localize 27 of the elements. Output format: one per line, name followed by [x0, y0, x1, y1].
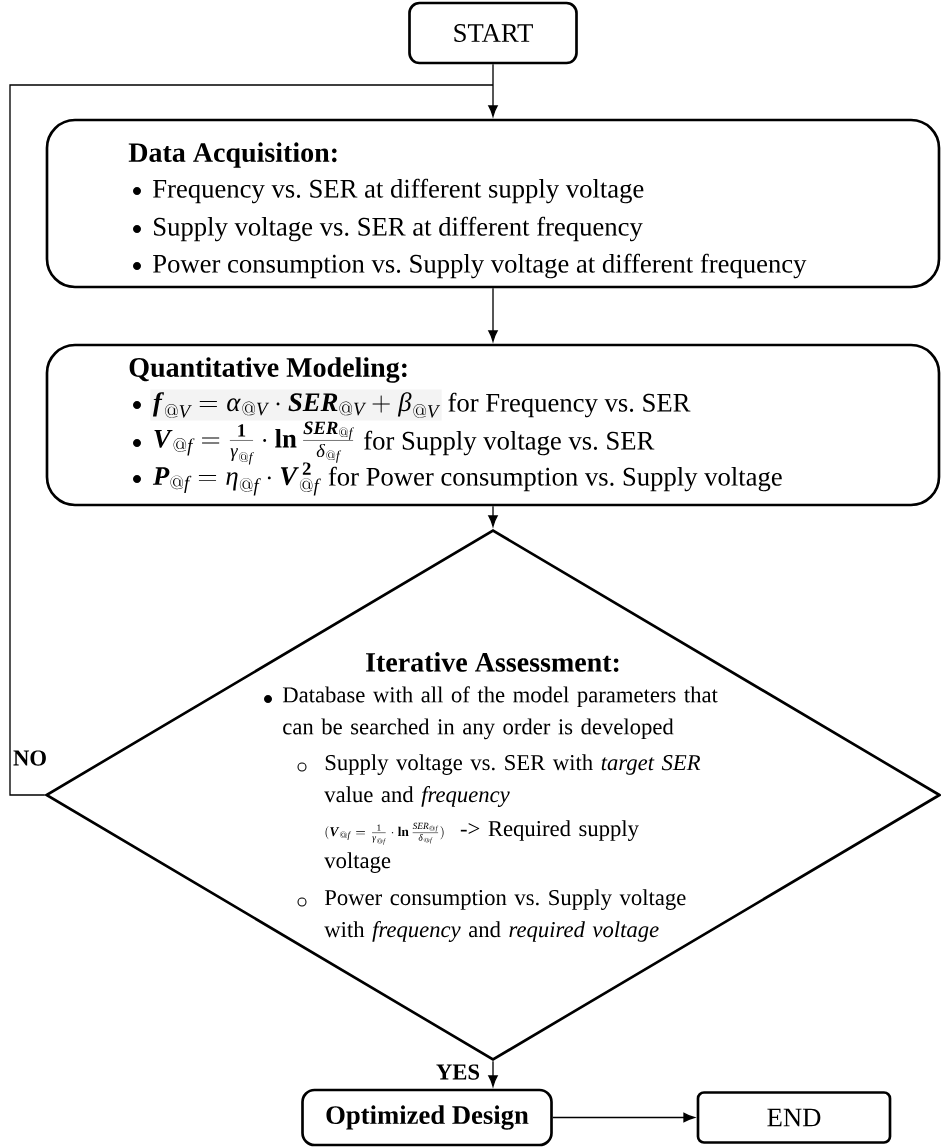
arrow: [488, 63, 498, 117]
arrow: [488, 1060, 498, 1087]
edge-label: YES: [434, 1063, 482, 1081]
node-label: -> Required supply: [460, 820, 639, 841]
list-item: Frequency vs. SER at different supply voltage: [153, 178, 644, 204]
connector-line: [9, 84, 494, 796]
list-item: Power consumption vs. Supply voltage at different frequency: [153, 253, 807, 279]
list-item: Supply voltage vs. SER with target SER value and frequency: [324, 754, 701, 807]
list-item: for Frequency vs. SER: [448, 392, 691, 418]
process-box: END: [696, 1091, 892, 1144]
node-label: voltage: [324, 852, 391, 873]
arrow: [488, 287, 498, 342]
node-label: $(\textbf{\textit{V}}_{@f} = \frac{1}{\gamma_{@f}} \cdot \textbf{ln}\,\frac{SER_{@f}}{\delta_{@f}})$: [325, 822, 444, 845]
arrow: [552, 1112, 695, 1123]
list-item: Power consumption vs. Supply voltage with frequency and required voltage: [324, 889, 686, 942]
process-box: Optimized Design: [301, 1088, 553, 1147]
list-item: Supply voltage vs. SER at different frequency: [154, 216, 643, 242]
box-heading: Data Acquisition:: [128, 142, 337, 168]
arrow: [488, 505, 498, 527]
process-box: START: [408, 1, 578, 65]
formula: $\textbf{\textit{f}}_{@V} = \alpha_{@V} \cdot \textbf{\textit{SER}}_{@V} + \beta_{@V}$: [150, 389, 442, 421]
edge-label: NO: [11, 749, 49, 767]
diamond-heading: Iterative Assessment:: [366, 652, 619, 672]
list-item: for Power consumption vs. Supply voltage: [328, 466, 782, 492]
list-item: $(\textbf{\textit{V}}_{@f} = \frac{1}{\gamma_{@f}} \cdot \textbf{ln}\,\frac{SER_{@f}}{\delta_{@f}})$ -> Required supply voltage: [324, 820, 639, 873]
box-heading: Quantitative Modeling:: [129, 357, 407, 383]
list-item: for Supply voltage vs. SER: [364, 430, 655, 456]
